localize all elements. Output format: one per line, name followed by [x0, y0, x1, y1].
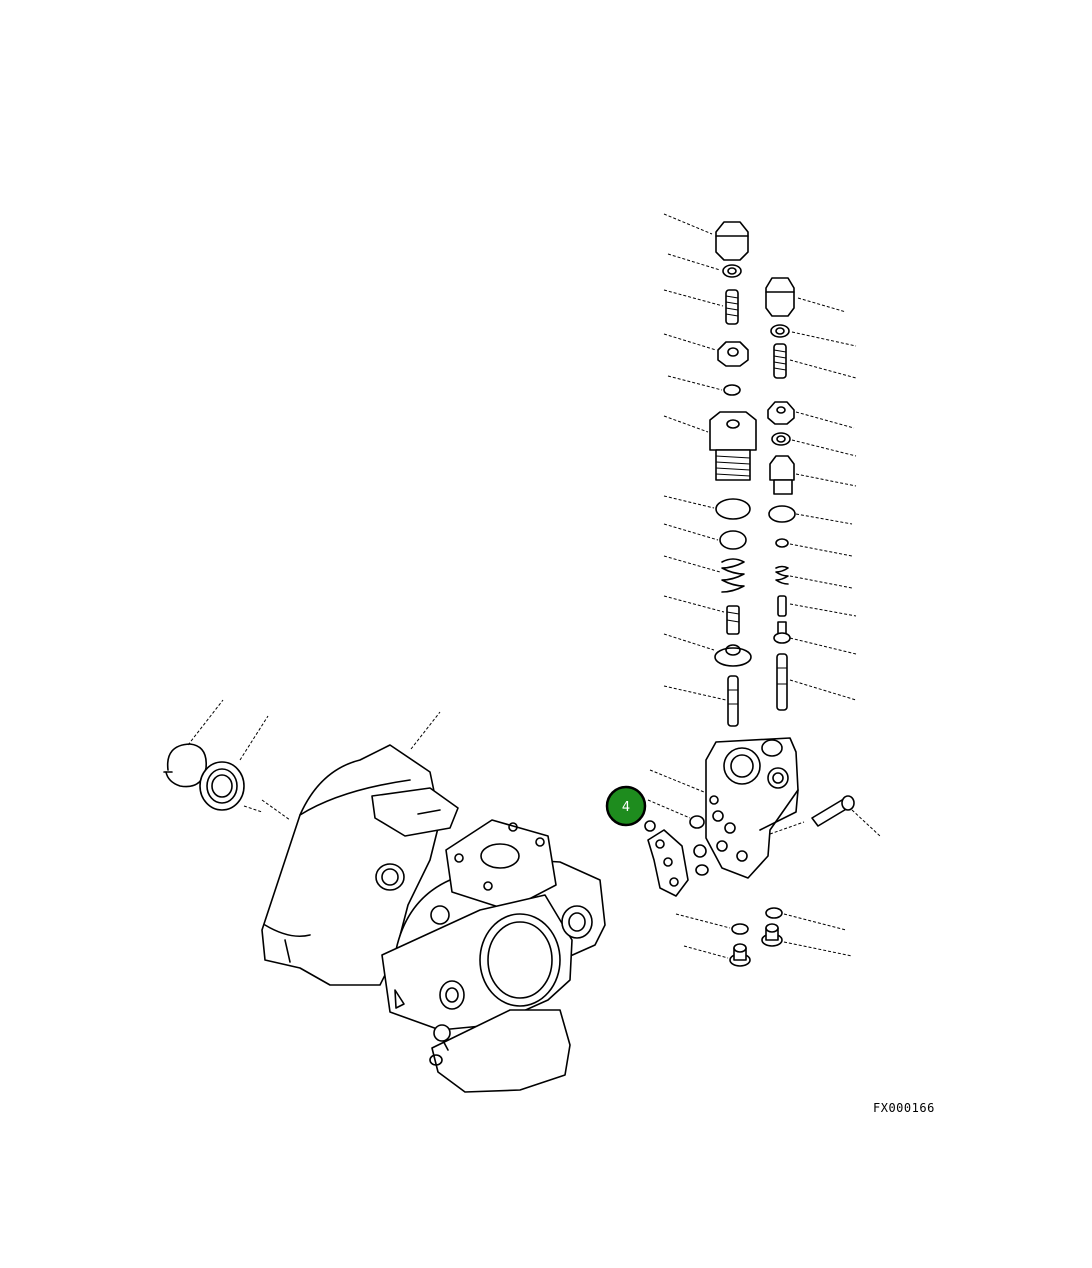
gasket-plate [644, 799, 709, 897]
control-valve-block [649, 737, 881, 879]
pump-housing [261, 711, 606, 1093]
bottom-plugs [675, 907, 853, 967]
callout-4[interactable]: 4 [605, 785, 647, 827]
figure-code: FX000166 [873, 1101, 935, 1115]
left-valve-stack [663, 213, 757, 727]
callout-label: 4 [622, 800, 630, 815]
callout-circle[interactable] [605, 785, 647, 827]
snap-ring-and-seal [163, 699, 269, 813]
right-valve-stack [765, 277, 857, 711]
